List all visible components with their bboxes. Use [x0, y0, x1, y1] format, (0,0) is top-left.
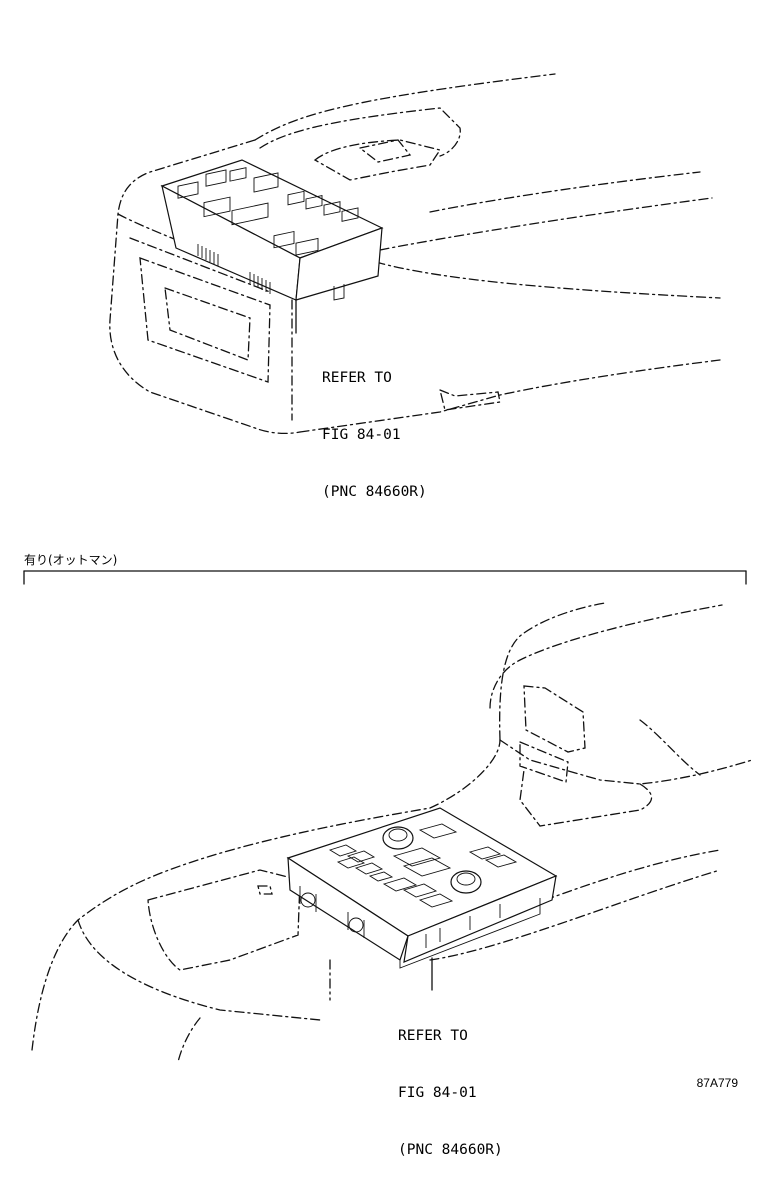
callout-bottom-line2: FIG 84-01 [398, 1085, 477, 1101]
parts-diagram: REFER TO FIG 84-01 (PNC 84660R) 有り(オットマン… [23, 73, 753, 1158]
callout-top: REFER TO FIG 84-01 (PNC 84660R) [322, 331, 427, 540]
callout-bottom-line3: (PNC 84660R) [398, 1142, 503, 1158]
switch-assembly-top [160, 159, 384, 301]
section-label-ottoman: 有り(オットマン) [24, 553, 118, 567]
callout-top-line2: FIG 84-01 [322, 427, 401, 443]
section-bracket [23, 570, 747, 585]
console-illustration-top [23, 73, 753, 1063]
callout-top-line1: REFER TO [322, 370, 392, 386]
figure-number: 87A779 [696, 1076, 738, 1090]
callout-top-line3: (PNC 84660R) [322, 484, 427, 500]
callout-bottom-line1: REFER TO [398, 1028, 468, 1044]
console-armrest-outline [109, 73, 721, 435]
console-armrest-outline-bottom [31, 602, 753, 1063]
callout-bottom: REFER TO FIG 84-01 (PNC 84660R) [398, 989, 503, 1198]
switch-assembly-bottom [286, 807, 558, 969]
